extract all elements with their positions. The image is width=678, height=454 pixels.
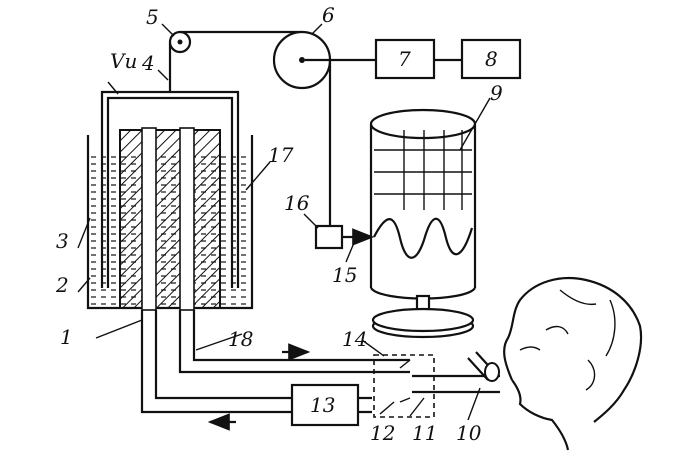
leader-lines — [77, 23, 491, 421]
block-7 — [374, 38, 436, 80]
voltage-label: Vи — [110, 49, 137, 73]
kymograph-drum — [369, 108, 477, 339]
label-12: 12 — [370, 421, 395, 445]
label-1: 1 — [60, 325, 73, 349]
label-11: 11 — [412, 421, 437, 445]
label-17: 17 — [268, 143, 294, 167]
label-2: 2 — [55, 273, 69, 297]
label-3: 3 — [56, 229, 69, 253]
patient-head — [503, 276, 643, 451]
pulley-system — [168, 30, 462, 228]
label-4: 4 — [141, 51, 155, 75]
label-10: 10 — [456, 421, 482, 445]
label-9: 9 — [490, 81, 503, 105]
label-5: 5 — [146, 5, 159, 29]
inner-core — [119, 127, 221, 311]
spirogram-curve — [373, 217, 474, 259]
label-15: 15 — [332, 263, 357, 287]
mouthpiece — [467, 351, 500, 382]
label-13: 13 — [310, 393, 335, 417]
label-8: 8 — [485, 47, 498, 71]
label-16: 16 — [284, 191, 310, 215]
label-7: 7 — [398, 47, 411, 71]
label-6: 6 — [322, 3, 335, 27]
label-14: 14 — [342, 327, 367, 351]
label-18: 18 — [228, 327, 253, 351]
block-13 — [290, 383, 360, 427]
pen-weight-16 — [314, 224, 344, 250]
block-8 — [460, 38, 522, 80]
valve-box — [373, 354, 435, 418]
